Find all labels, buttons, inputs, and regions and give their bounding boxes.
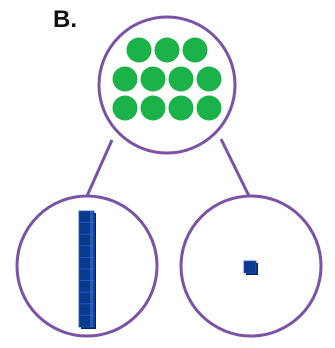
rod-unit-10 — [78, 314, 95, 328]
diagram-label: B. — [53, 6, 77, 33]
counter-6 — [168, 66, 194, 92]
counter-7 — [196, 66, 222, 92]
counter-2 — [154, 37, 180, 63]
counter-11 — [196, 95, 222, 121]
counter-9 — [140, 95, 166, 121]
counter-4 — [112, 66, 138, 92]
unit-cube — [243, 260, 258, 275]
counter-5 — [140, 66, 166, 92]
counter-10 — [168, 95, 194, 121]
counter-8 — [112, 95, 138, 121]
counters-group — [112, 37, 222, 121]
ten-rod — [78, 210, 96, 329]
unit-cube-face — [243, 260, 257, 274]
ten-rod-highlight — [90, 211, 93, 327]
counter-1 — [126, 37, 152, 63]
connector-line-right — [219, 138, 251, 197]
counter-3 — [182, 37, 208, 63]
connector-line-left — [85, 139, 114, 197]
